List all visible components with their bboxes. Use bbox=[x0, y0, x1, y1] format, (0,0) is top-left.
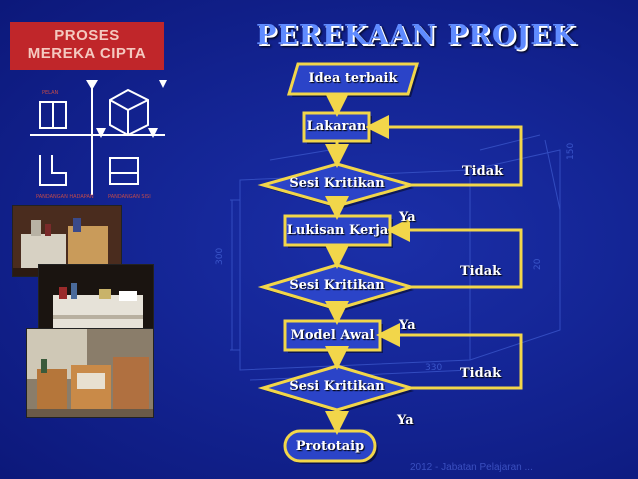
svg-text:330: 330 bbox=[425, 363, 442, 373]
label-tidak-1: Tidak bbox=[462, 164, 504, 179]
label-ya-3: Ya bbox=[397, 413, 414, 428]
page-title: PEREKAAN PROJEK bbox=[256, 20, 577, 51]
prototype-photo-2 bbox=[38, 264, 154, 340]
node-lakaran: Lakaran bbox=[306, 119, 367, 134]
node-sesi-kritikan-3: Sesi Kritikan bbox=[289, 379, 385, 394]
prototype-photo-3 bbox=[26, 328, 154, 418]
edge-sesi1-tidak-loop bbox=[365, 115, 523, 187]
side-title-box: PROSES MEREKA CIPTA bbox=[10, 22, 164, 70]
svg-text:300: 300 bbox=[215, 248, 225, 265]
svg-text:20: 20 bbox=[533, 258, 543, 270]
ortho-label-right: PANDANGAN SISI bbox=[108, 194, 151, 200]
edge-sesi3-tidak-loop bbox=[376, 323, 523, 390]
label-tidak-3: Tidak bbox=[460, 366, 502, 381]
ortho-label-top: PELAN bbox=[42, 90, 58, 96]
label-ya-1: Ya bbox=[399, 210, 416, 225]
node-lukisan-kerja: Lukisan Kerja bbox=[286, 223, 389, 238]
edge-sesi2-tidak-loop bbox=[386, 218, 523, 289]
node-idea-shape bbox=[286, 62, 420, 96]
orthographic-drawing: PELAN PANDANGAN HADAPAN PANDANGAN SISI bbox=[30, 80, 167, 200]
side-title-line1: PROSES bbox=[54, 27, 120, 44]
node-sesi-kritikan-1: Sesi Kritikan bbox=[289, 176, 385, 191]
label-ya-2: Ya bbox=[399, 318, 416, 333]
side-title-line2: MEREKA CIPTA bbox=[27, 45, 147, 62]
footer-text: 2012 - Jabatan Pelajaran ... bbox=[410, 462, 533, 473]
node-sesi-kritikan-2: Sesi Kritikan bbox=[289, 278, 385, 293]
ortho-label-left: PANDANGAN HADAPAN bbox=[36, 194, 94, 200]
label-tidak-2: Tidak bbox=[460, 264, 502, 279]
svg-text:150: 150 bbox=[566, 143, 576, 160]
node-model-awal: Model Awal bbox=[290, 328, 375, 343]
node-idea-terbaik: Idea terbaik bbox=[308, 71, 398, 86]
node-prototaip: Prototaip bbox=[295, 439, 365, 454]
